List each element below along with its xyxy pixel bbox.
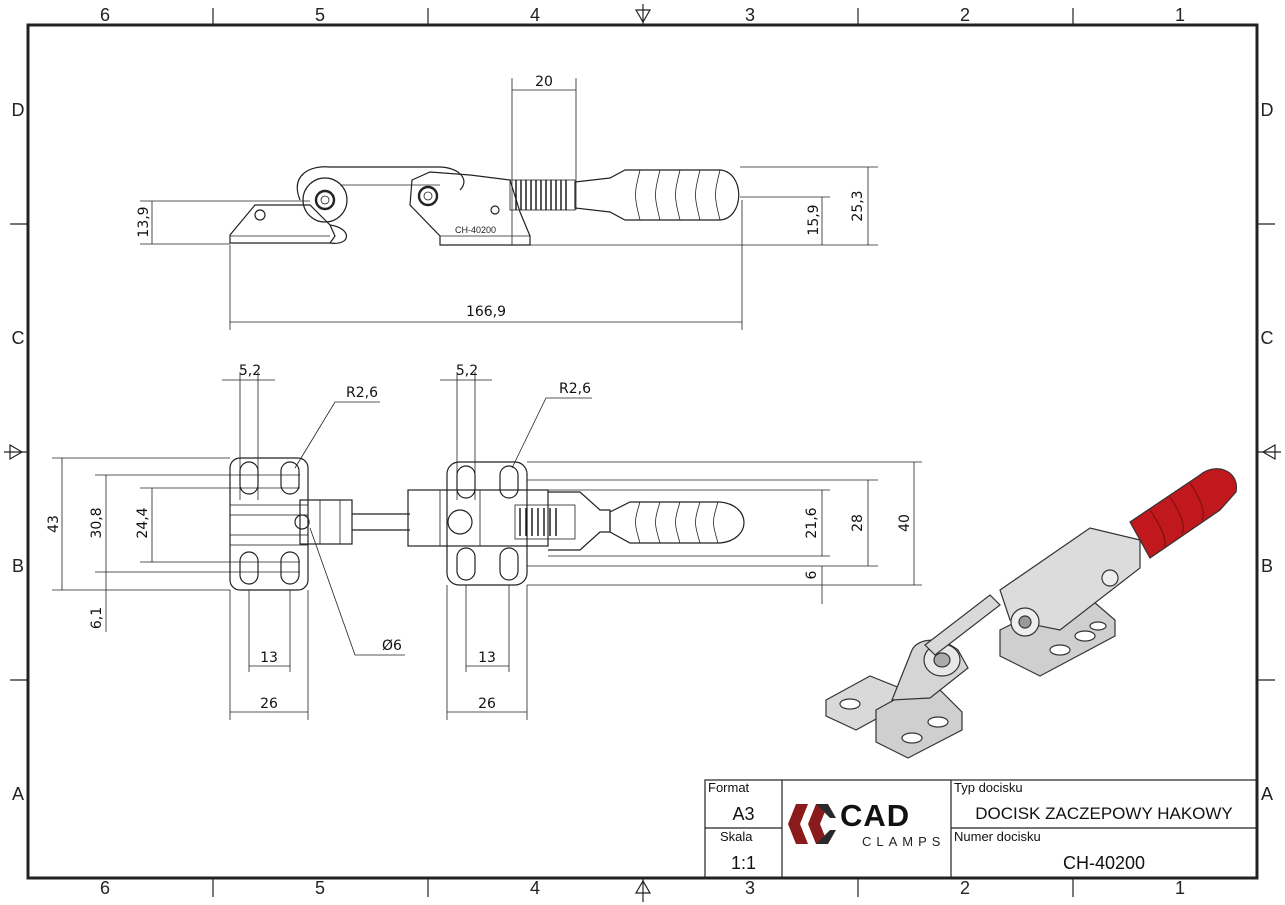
left-base-outline <box>229 204 336 244</box>
scale-value: 1:1 <box>730 853 757 873</box>
drawing-frame <box>26 23 1259 880</box>
left-slot-2 <box>280 461 300 495</box>
left-base-plate <box>229 457 309 591</box>
dim-13-right: 13 <box>478 650 496 666</box>
dim-5-2-left: 5,2 <box>239 363 261 379</box>
zone-label-left: A <box>12 784 24 804</box>
zone-label-right: A <box>1261 784 1273 804</box>
dim-43: 43 <box>46 515 62 533</box>
right-slot-1 <box>456 465 476 499</box>
top-view-dimension-lines <box>52 372 922 720</box>
logo-main-text: CAD <box>840 798 911 833</box>
main-pivot <box>417 185 439 207</box>
right-body <box>407 489 549 547</box>
zone-label-left: B <box>12 556 24 576</box>
scale-label: Skala <box>720 829 753 844</box>
thread-pattern <box>515 180 567 210</box>
number-value: CH-40200 <box>1062 853 1146 873</box>
type-label: Typ docisku <box>954 780 1023 795</box>
top-handle <box>609 501 745 544</box>
left-base-hole <box>254 209 266 221</box>
zone-label-bottom: 5 <box>315 878 325 898</box>
top-view <box>52 372 922 720</box>
hook-arm <box>296 166 465 201</box>
dim-6-1: 6,1 <box>89 607 105 629</box>
hook-top-view <box>299 499 353 545</box>
dim-25-3: 25,3 <box>850 190 866 221</box>
logo-sub-text: CLAMPS <box>862 834 946 849</box>
zone-label-right: D <box>1261 100 1274 120</box>
format-label: Format <box>708 780 750 795</box>
hook-pivot-pin <box>314 189 336 211</box>
thread-rod <box>509 179 576 211</box>
zone-label-bottom: 4 <box>530 878 540 898</box>
centering-marks <box>4 4 1281 902</box>
right-slot-2 <box>499 465 519 499</box>
iso-body <box>999 527 1141 631</box>
dim-40: 40 <box>897 514 913 532</box>
zone-label-top: 2 <box>960 5 970 25</box>
zone-label-top: 5 <box>315 5 325 25</box>
zone-label-top: 1 <box>1175 5 1185 25</box>
dim-5-2-right: 5,2 <box>456 363 478 379</box>
zone-label-bottom: 1 <box>1175 878 1185 898</box>
dim-26-right: 26 <box>478 696 496 712</box>
dim-24-4: 24,4 <box>135 507 151 538</box>
zone-label-top: 4 <box>530 5 540 25</box>
iso-rod <box>924 594 1001 656</box>
cad-clamps-logo: CAD CLAMPS <box>786 798 948 852</box>
number-label: Numer docisku <box>954 829 1041 844</box>
dim-13-9: 13,9 <box>136 206 152 237</box>
dim-6: 6 <box>804 570 820 579</box>
dim-dia-6: Ø6 <box>382 638 402 654</box>
right-base-outline <box>409 171 531 246</box>
zone-label-right: C <box>1261 328 1274 348</box>
left-slot-4 <box>280 551 300 585</box>
title-block-grid <box>704 779 1258 879</box>
zone-label-bottom: 3 <box>745 878 755 898</box>
hook-tip <box>329 224 348 244</box>
dim-15-9: 15,9 <box>806 204 822 235</box>
dim-20: 20 <box>535 74 553 90</box>
zone-label-left: C <box>12 328 25 348</box>
left-slot-1 <box>239 461 259 495</box>
handle-yoke <box>548 491 611 551</box>
dim-21-6: 21,6 <box>804 507 820 538</box>
hook-pivot <box>302 177 348 223</box>
zone-label-left: D <box>12 100 25 120</box>
type-value: DOCISK ZACZEPOWY HAKOWY <box>975 804 1233 823</box>
zone-label-bottom: 6 <box>100 878 110 898</box>
zone-label-bottom: 2 <box>960 878 970 898</box>
side-view-dimension-lines <box>140 78 878 330</box>
dim-13-left: 13 <box>260 650 278 666</box>
dim-28: 28 <box>850 514 866 532</box>
zone-label-top: 6 <box>100 5 110 25</box>
zone-label-top: 3 <box>745 5 755 25</box>
iso-red-handle <box>1129 468 1237 559</box>
dim-30-8: 30,8 <box>89 507 105 538</box>
isometric-view <box>825 468 1237 759</box>
right-slot-4 <box>499 547 519 581</box>
dim-166-9: 166,9 <box>466 304 506 320</box>
format-value: A3 <box>732 804 755 824</box>
right-base-plate <box>446 461 528 586</box>
logo-mark-icon <box>788 804 836 844</box>
side-view-marking: CH-40200 <box>455 225 496 235</box>
zone-label-right: B <box>1261 556 1273 576</box>
dim-26-left: 26 <box>260 696 278 712</box>
dim-r2-6-right: R2,6 <box>559 381 591 397</box>
zone-ticks <box>10 8 1275 897</box>
dim-r2-6-left: R2,6 <box>346 385 378 401</box>
right-slot-3 <box>456 547 476 581</box>
left-slot-3 <box>239 551 259 585</box>
side-view: CH-40200 <box>140 78 878 330</box>
side-handle <box>574 169 740 221</box>
